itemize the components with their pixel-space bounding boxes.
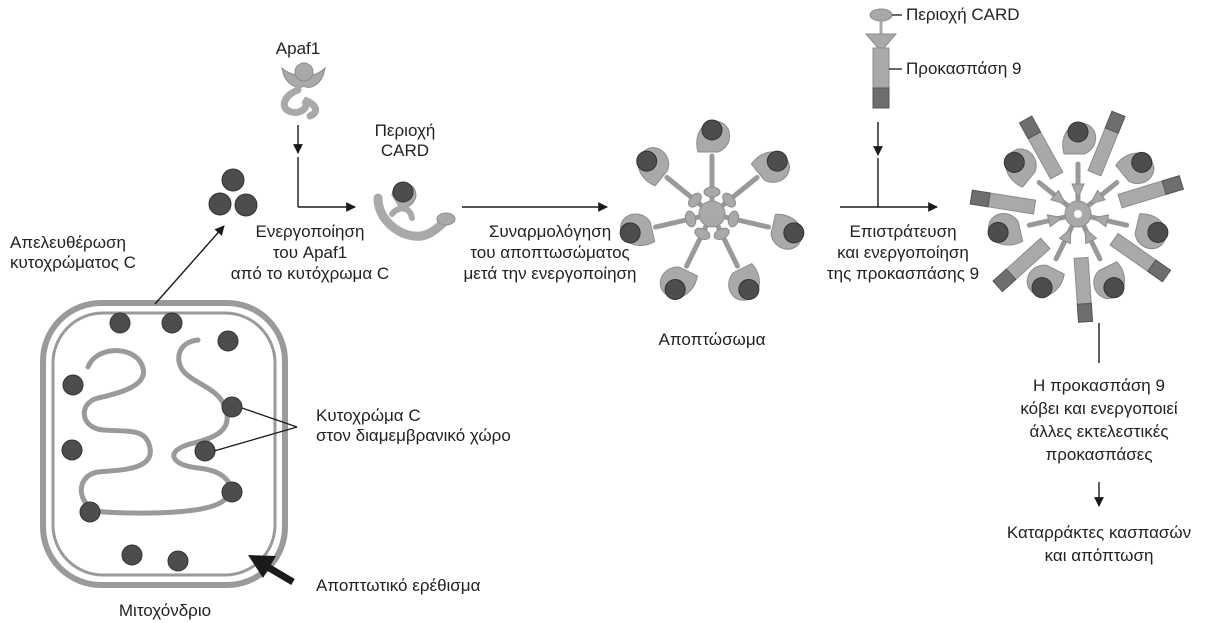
free-cytochrome-c-icon (209, 169, 257, 216)
cascade-label: Καταρράκτες κασπασών και απόπτωση (984, 521, 1214, 567)
mitochondrion-label: Μιτοχόνδριο (100, 601, 230, 621)
procaspase9-pointer-lines (889, 15, 902, 69)
active-apoptosome-icon (967, 111, 1187, 327)
release-arrow (155, 226, 224, 304)
apaf1-inactive-icon (282, 63, 325, 116)
procaspase9-icon (866, 9, 896, 108)
activation-label: Ενεργοποίηση του Apaf1 από το κυτόχρωμα … (220, 221, 400, 284)
cytochrome-c-balls-icon (62, 313, 242, 571)
cristae-icon (81, 340, 229, 513)
stimulus-label: Αποπτωτικό ερέθισμα (316, 576, 480, 596)
recruitment-label: Επιστράτευση και ενεργοποίηση της προκασ… (818, 221, 988, 284)
assembly-label: Συναρμολόγηση του αποπτωσώματος μετά την… (450, 221, 650, 284)
apaf1-label: Apaf1 (262, 39, 334, 59)
cyt-c-ims-label: Κυτοχρώμα C στον διαμεμβρανικό χώρο (316, 406, 511, 446)
apoptosome-label: Αποπτώσωμα (622, 330, 802, 350)
cleavage-label: Η προκασπάση 9 κόβει και ενεργοποιεί άλλ… (1004, 374, 1194, 466)
card-region-top-label: Περιοχή CARD (906, 5, 1020, 25)
activation-connector (298, 125, 355, 207)
mitochondrion-icon (43, 303, 285, 585)
procaspase9-top-label: Προκασπάση 9 (906, 59, 1021, 79)
recruitment-connector (840, 122, 937, 207)
card-region-mid-label: Περιοχή CARD (360, 121, 450, 161)
cyt-release-label: Απελευθέρωση κυτοχρώματος C (10, 233, 136, 273)
